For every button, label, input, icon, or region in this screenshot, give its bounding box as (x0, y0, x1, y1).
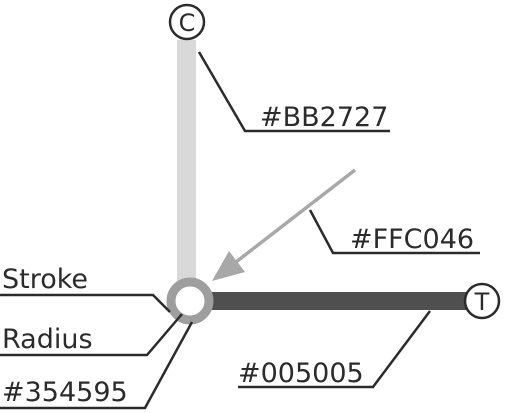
label-stroke: Stroke (2, 264, 88, 295)
leader-arrow-color (308, 209, 480, 255)
label-c-color: #BB2727 (260, 102, 388, 133)
origin-ring (166, 277, 214, 325)
node-t: T (463, 282, 501, 320)
arrow-icon (212, 168, 357, 281)
node-c: C (168, 3, 206, 41)
node-c-letter: C (179, 9, 196, 37)
leader-stroke (0, 293, 171, 313)
leader-center-color (0, 321, 194, 410)
leader-t-color (238, 310, 431, 389)
label-t-color: #005005 (238, 358, 364, 389)
horizontal-line (190, 292, 472, 310)
label-center-color: #354595 (2, 377, 128, 408)
label-radius: Radius (2, 324, 93, 355)
vertical-line (177, 40, 196, 298)
leader-c-color (197, 51, 390, 133)
leader-radius (0, 313, 183, 357)
label-arrow-color: #FFC046 (350, 224, 474, 255)
node-t-letter: T (474, 288, 490, 316)
